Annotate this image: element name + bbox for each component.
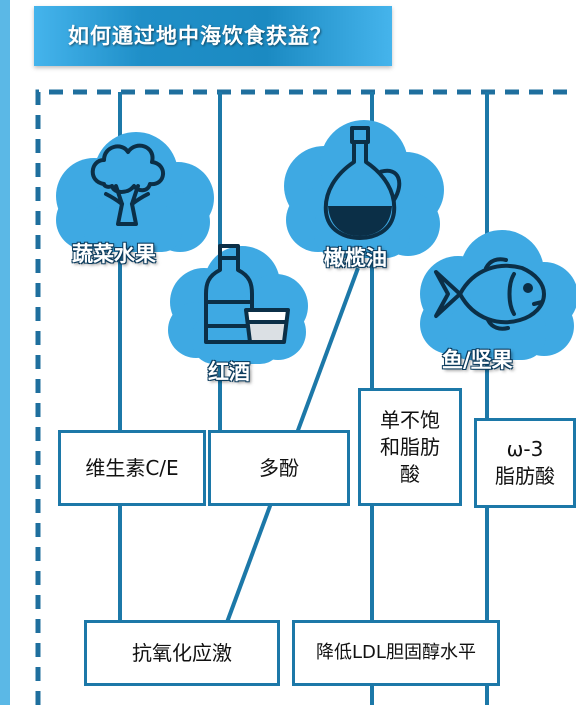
effect-box-ldl: 降低LDL胆固醇水平 bbox=[292, 620, 500, 686]
page-title: 如何通过地中海饮食获益？ bbox=[68, 24, 332, 48]
wine-bottle-glass-icon bbox=[204, 244, 290, 344]
food-label-wine: 红酒 bbox=[208, 360, 250, 384]
nutrient-text-omega3-line1: ω-3 bbox=[506, 437, 544, 461]
food-label-fish: 鱼/坚果 bbox=[442, 348, 513, 372]
nutrient-box-mufa: 单不饱 和脂肪 酸 bbox=[358, 388, 462, 506]
nutrient-text-mufa-line2: 和脂肪 bbox=[380, 434, 440, 459]
title-banner: 如何通过地中海饮食获益？ bbox=[34, 6, 392, 66]
effect-text-antioxidant: 抗氧化应激 bbox=[132, 640, 232, 665]
nutrient-box-vitamin: 维生素C/E bbox=[58, 430, 206, 506]
food-label-veg: 蔬菜水果 bbox=[72, 242, 156, 266]
nutrient-text-mufa-line3: 酸 bbox=[400, 461, 420, 486]
food-label-oil: 橄榄油 bbox=[324, 246, 387, 270]
nutrient-box-omega3: ω-3 脂肪酸 bbox=[474, 418, 576, 508]
effect-text-ldl: 降低LDL胆固醇水平 bbox=[316, 641, 476, 663]
nutrient-text-mufa-line1: 单不饱 bbox=[380, 407, 440, 432]
oil-jug-icon bbox=[323, 126, 402, 240]
left-accent-stripe bbox=[0, 0, 10, 705]
effect-box-antioxidant: 抗氧化应激 bbox=[84, 620, 280, 686]
nutrient-text-vitamin: 维生素C/E bbox=[85, 455, 179, 480]
broccoli-icon bbox=[90, 143, 165, 226]
nutrient-text-polyphenol: 多酚 bbox=[259, 455, 299, 480]
nutrient-box-polyphenol: 多酚 bbox=[208, 430, 350, 506]
dashed-frame bbox=[35, 89, 576, 705]
nutrient-text-omega3-line2: 脂肪酸 bbox=[495, 464, 555, 488]
fish-icon bbox=[434, 257, 546, 331]
